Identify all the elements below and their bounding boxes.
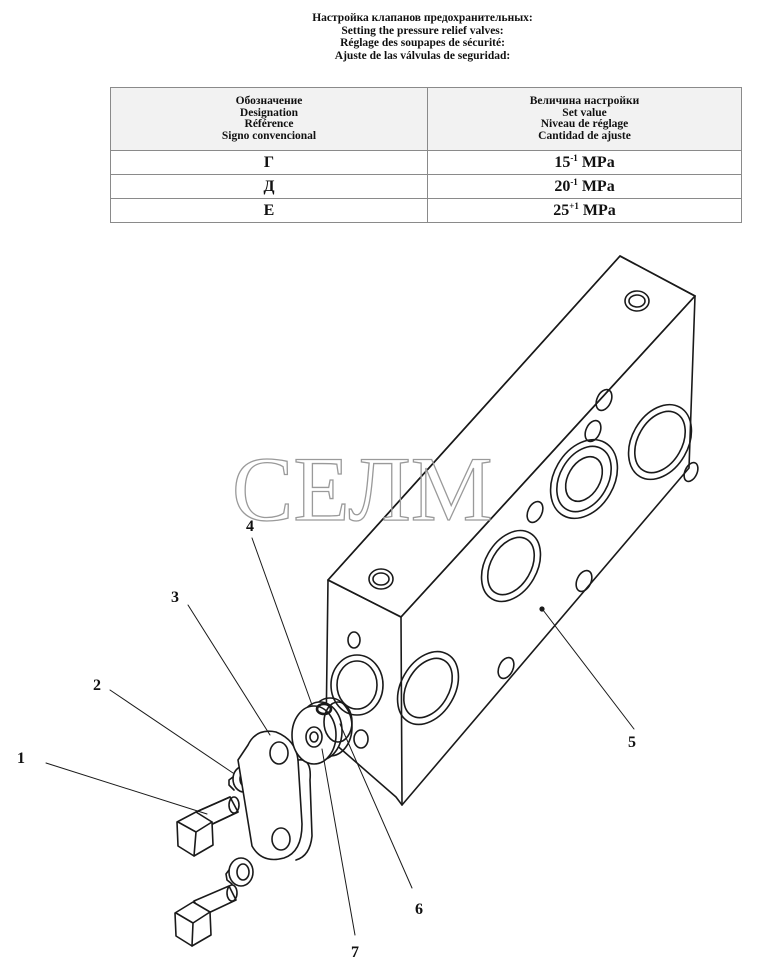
header-value-ru: Величина настройки — [529, 95, 640, 107]
callout-5: 5 — [628, 734, 636, 751]
bolt-upper — [176, 796, 240, 857]
value-base: 15 — [554, 153, 571, 171]
value-unit: MPa — [581, 153, 615, 171]
table-row: Г 15-1 MPa — [110, 150, 742, 175]
title-line-en: Setting the pressure relief valves: — [341, 24, 504, 37]
header-value-es: Cantidad de ajuste — [538, 129, 631, 142]
table-row: Д 20-1 MPa — [110, 174, 742, 199]
value-tolerance: -1 — [570, 152, 578, 163]
watermark: СЕЛМ — [232, 438, 493, 540]
header-value-fr: Niveau de réglage — [540, 118, 629, 130]
callout-7: 7 — [351, 944, 359, 961]
table-header-row: Обозначение Designation Référence Signo … — [110, 87, 742, 151]
header-designation-en: Designation — [239, 106, 299, 119]
callout-2: 2 — [93, 677, 101, 694]
value-base: 25 — [553, 201, 570, 219]
callout-6: 6 — [415, 901, 423, 918]
cell-designation: Д — [110, 174, 428, 199]
cell-value: 20-1 MPa — [427, 174, 742, 199]
header-set-value: Величина настройки Set value Niveau de r… — [427, 87, 742, 151]
value-base: 20 — [554, 177, 571, 195]
valve-body-block — [325, 255, 699, 806]
leader-lines — [45, 537, 635, 936]
value-unit: MPa — [581, 177, 615, 195]
cell-designation: Е — [110, 198, 428, 223]
title-line-ru: Настройка клапанов предохранительных: — [312, 12, 533, 24]
title-line-fr: Réglage des soupapes de sécurité: — [340, 37, 505, 49]
bolt-lower — [174, 884, 238, 947]
header-designation-ru: Обозначение — [235, 95, 303, 107]
header-designation-es: Signo convencional — [221, 129, 317, 142]
relief-valve-cap — [291, 697, 353, 765]
callout-1: 1 — [17, 750, 25, 767]
washer-lower — [225, 857, 254, 887]
callout-4: 4 — [246, 518, 254, 535]
header-value-en: Set value — [562, 106, 607, 119]
cell-value: 25+1 MPa — [427, 198, 742, 223]
table-row: Е 25+1 MPa — [110, 198, 742, 223]
header-designation: Обозначение Designation Référence Signo … — [110, 87, 428, 151]
header-designation-fr: Référence — [244, 118, 294, 130]
value-tolerance: +1 — [569, 200, 579, 211]
value-unit: MPa — [582, 201, 616, 219]
page-title: Настройка клапанов предохранительных: Se… — [0, 12, 767, 62]
callout-3: 3 — [171, 589, 179, 606]
settings-table: Обозначение Designation Référence Signo … — [110, 87, 742, 223]
value-tolerance: -1 — [570, 176, 578, 187]
title-line-es: Ajuste de las válvulas de seguridad: — [334, 49, 511, 62]
